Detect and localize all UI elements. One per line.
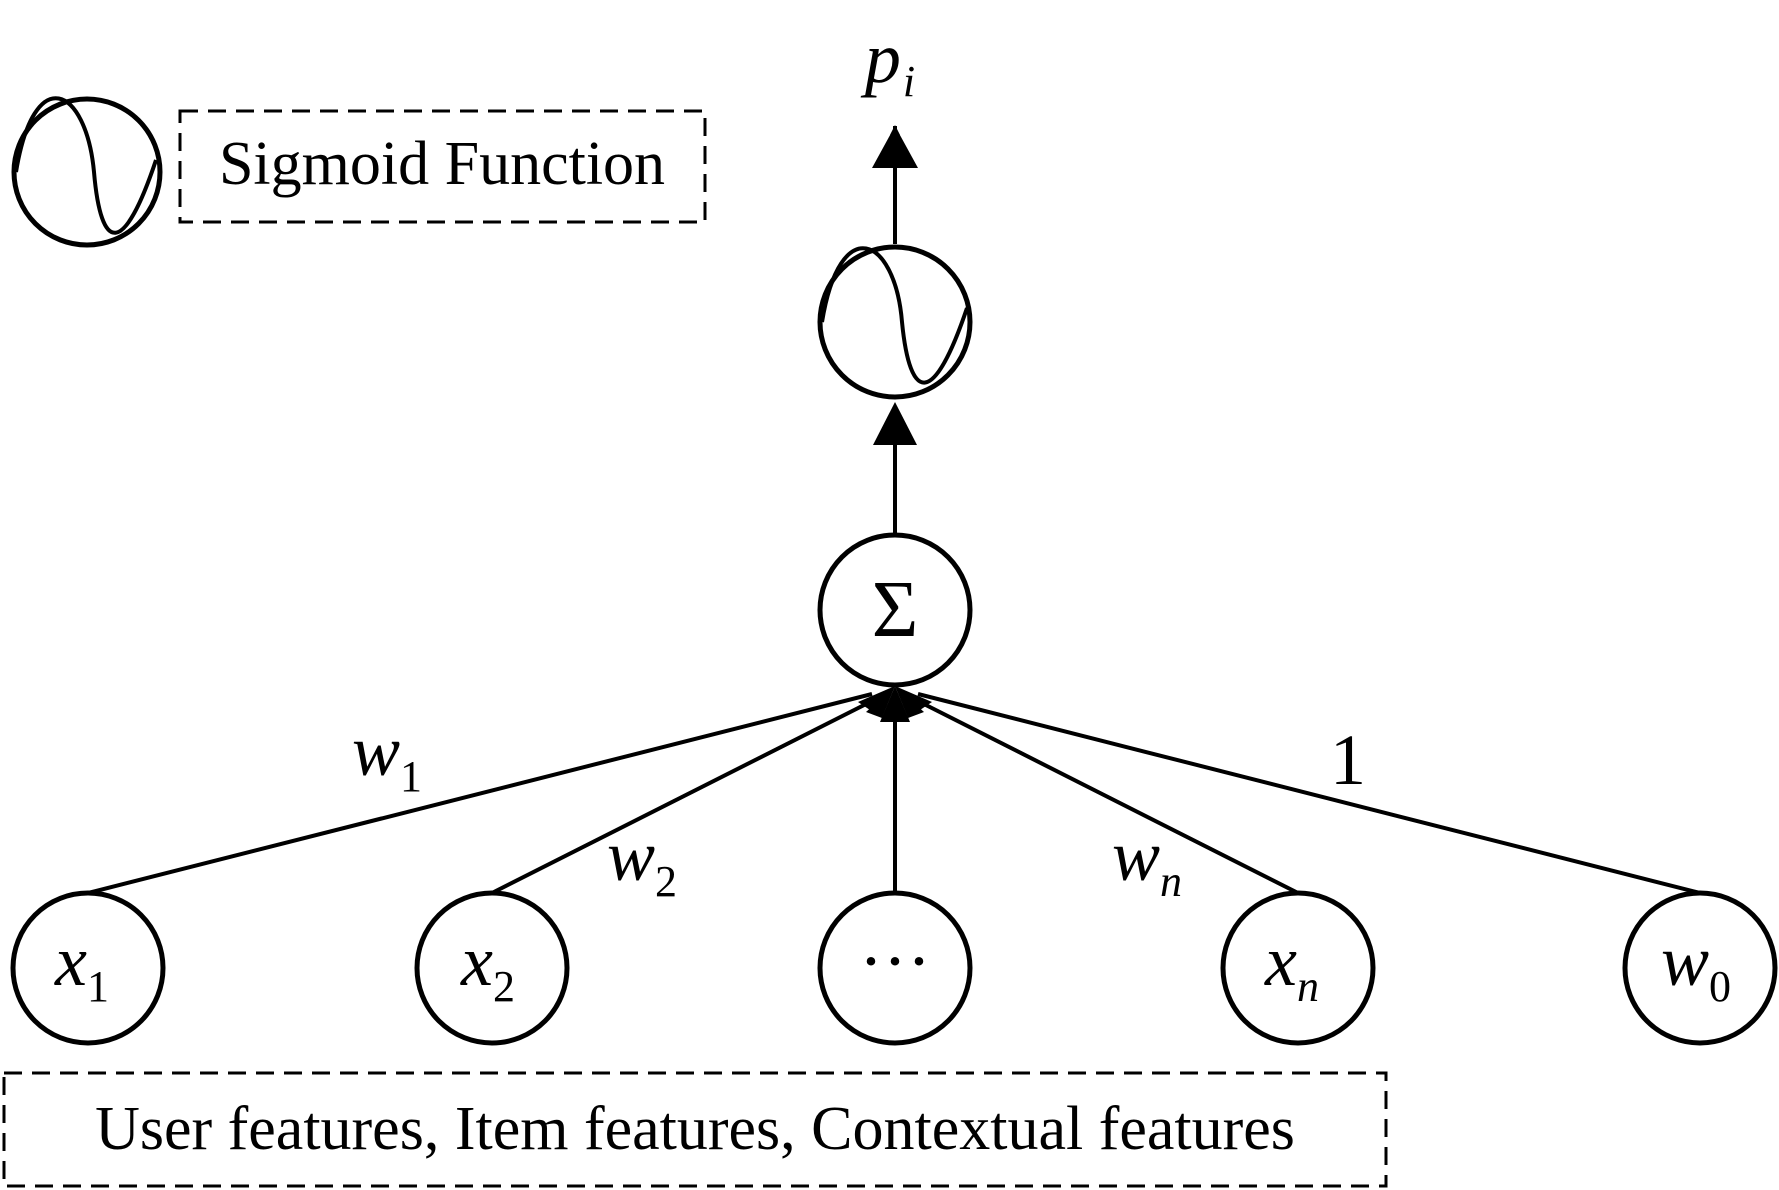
weight-w1: w1 (352, 711, 422, 801)
weight-wn: wn (1112, 816, 1182, 906)
edge-arrowheads (858, 686, 932, 722)
legend-label: Sigmoid Function (219, 130, 665, 198)
edge-xn (911, 696, 1299, 895)
input-node-x1: x1 (10, 890, 166, 1046)
input-edges (87, 692, 1701, 895)
sigmoid-node (817, 244, 973, 400)
features-label: User features, Item features, Contextual… (95, 1095, 1295, 1163)
input-label-w0: w0 (1661, 921, 1731, 1011)
input-nodes: x1 x2 ··· xn w0 (10, 890, 1778, 1046)
input-label-dots: ··· (859, 921, 931, 1001)
edge-x2 (491, 696, 879, 895)
features-box: User features, Item features, Contextual… (2, 1071, 1388, 1188)
sum-node-circle (817, 532, 973, 688)
input-label-x2: x2 (460, 921, 515, 1011)
sigmoid-node-curve (820, 246, 969, 385)
input-label-xn: xn (1264, 921, 1319, 1011)
legend-sigmoid-icon (11, 96, 163, 248)
features-box-border (2, 1071, 1388, 1188)
edge-w0 (917, 692, 1701, 895)
sum-symbol: Σ (872, 566, 919, 654)
weight-bias: 1 (1330, 720, 1366, 800)
sigmoid-node-circle (817, 244, 973, 400)
weight-w2: w2 (607, 816, 677, 906)
output-label: pi (860, 18, 915, 106)
input-node-xn: xn (1220, 890, 1376, 1046)
output: pi (860, 18, 918, 244)
legend-sigmoid-curve (14, 96, 158, 235)
legend-box (178, 109, 707, 224)
input-label-x1: x1 (54, 921, 109, 1011)
edge-x1 (87, 692, 873, 895)
input-node-w0: w0 (1622, 890, 1778, 1046)
legend: Sigmoid Function (11, 96, 707, 248)
input-node-dots: ··· (817, 890, 973, 1046)
weight-labels: w1 w2 wn 1 (352, 711, 1366, 906)
sum-node: Σ (817, 532, 973, 688)
input-node-x2: x2 (414, 890, 570, 1046)
